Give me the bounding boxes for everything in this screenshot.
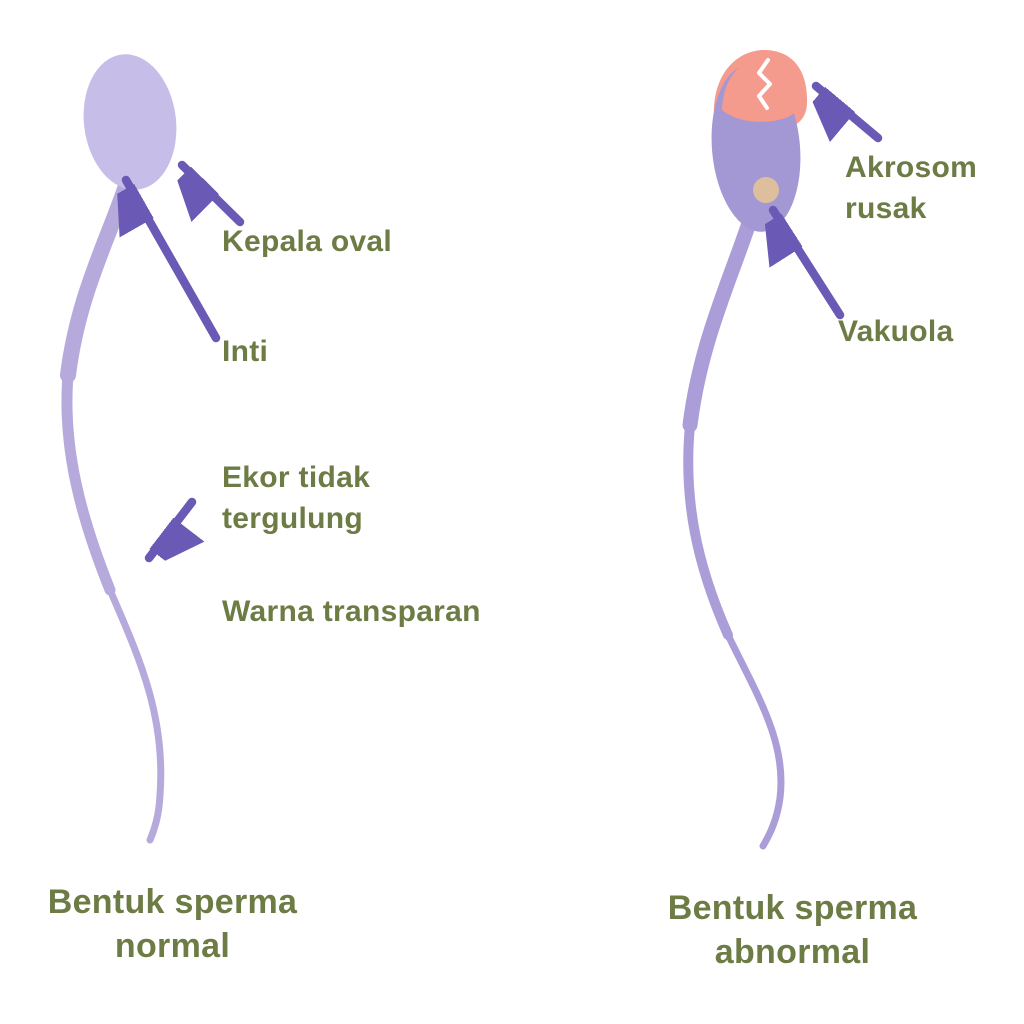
arrow-akrosom <box>816 81 883 143</box>
label-akrosom-rusak: Akrosom rusak <box>845 151 978 225</box>
label-ekor-tidak-tergulung: Ekor tidak tergulung <box>222 461 371 535</box>
abnormal-sperm-tail-upper <box>682 218 756 433</box>
annotation-arrows <box>126 81 883 558</box>
normal-sperm-illustration <box>60 54 177 844</box>
arrow-kepala-oval <box>182 160 245 227</box>
label-kepala-oval: Kepala oval <box>222 225 393 258</box>
arrow-vakuola <box>773 205 845 320</box>
abnormal-sperm-tail-middle <box>683 420 733 640</box>
damaged-acrosome-cap <box>722 57 799 122</box>
label-warna-transparan: Warna transparan <box>222 595 481 628</box>
normal-sperm-tail-middle <box>61 369 116 596</box>
abnormal-sperm-tail-end <box>724 631 785 850</box>
acrosome-crack-icon <box>757 58 772 110</box>
arrow-ekor <box>144 497 192 558</box>
abnormal-sperm-illustration <box>682 49 808 850</box>
caption-bentuk-sperma-normal: Bentuk sperma normal <box>47 883 298 966</box>
vacuole-shape <box>753 177 779 203</box>
normal-sperm-head <box>83 54 177 190</box>
caption-bentuk-sperma-abnormal: Bentuk sperma abnormal <box>667 889 918 972</box>
normal-sperm-tail-end <box>106 586 165 844</box>
normal-sperm-tail-upper <box>60 175 135 383</box>
arrow-inti <box>126 175 221 343</box>
label-inti: Inti <box>222 335 269 368</box>
label-vakuola: Vakuola <box>838 315 954 348</box>
